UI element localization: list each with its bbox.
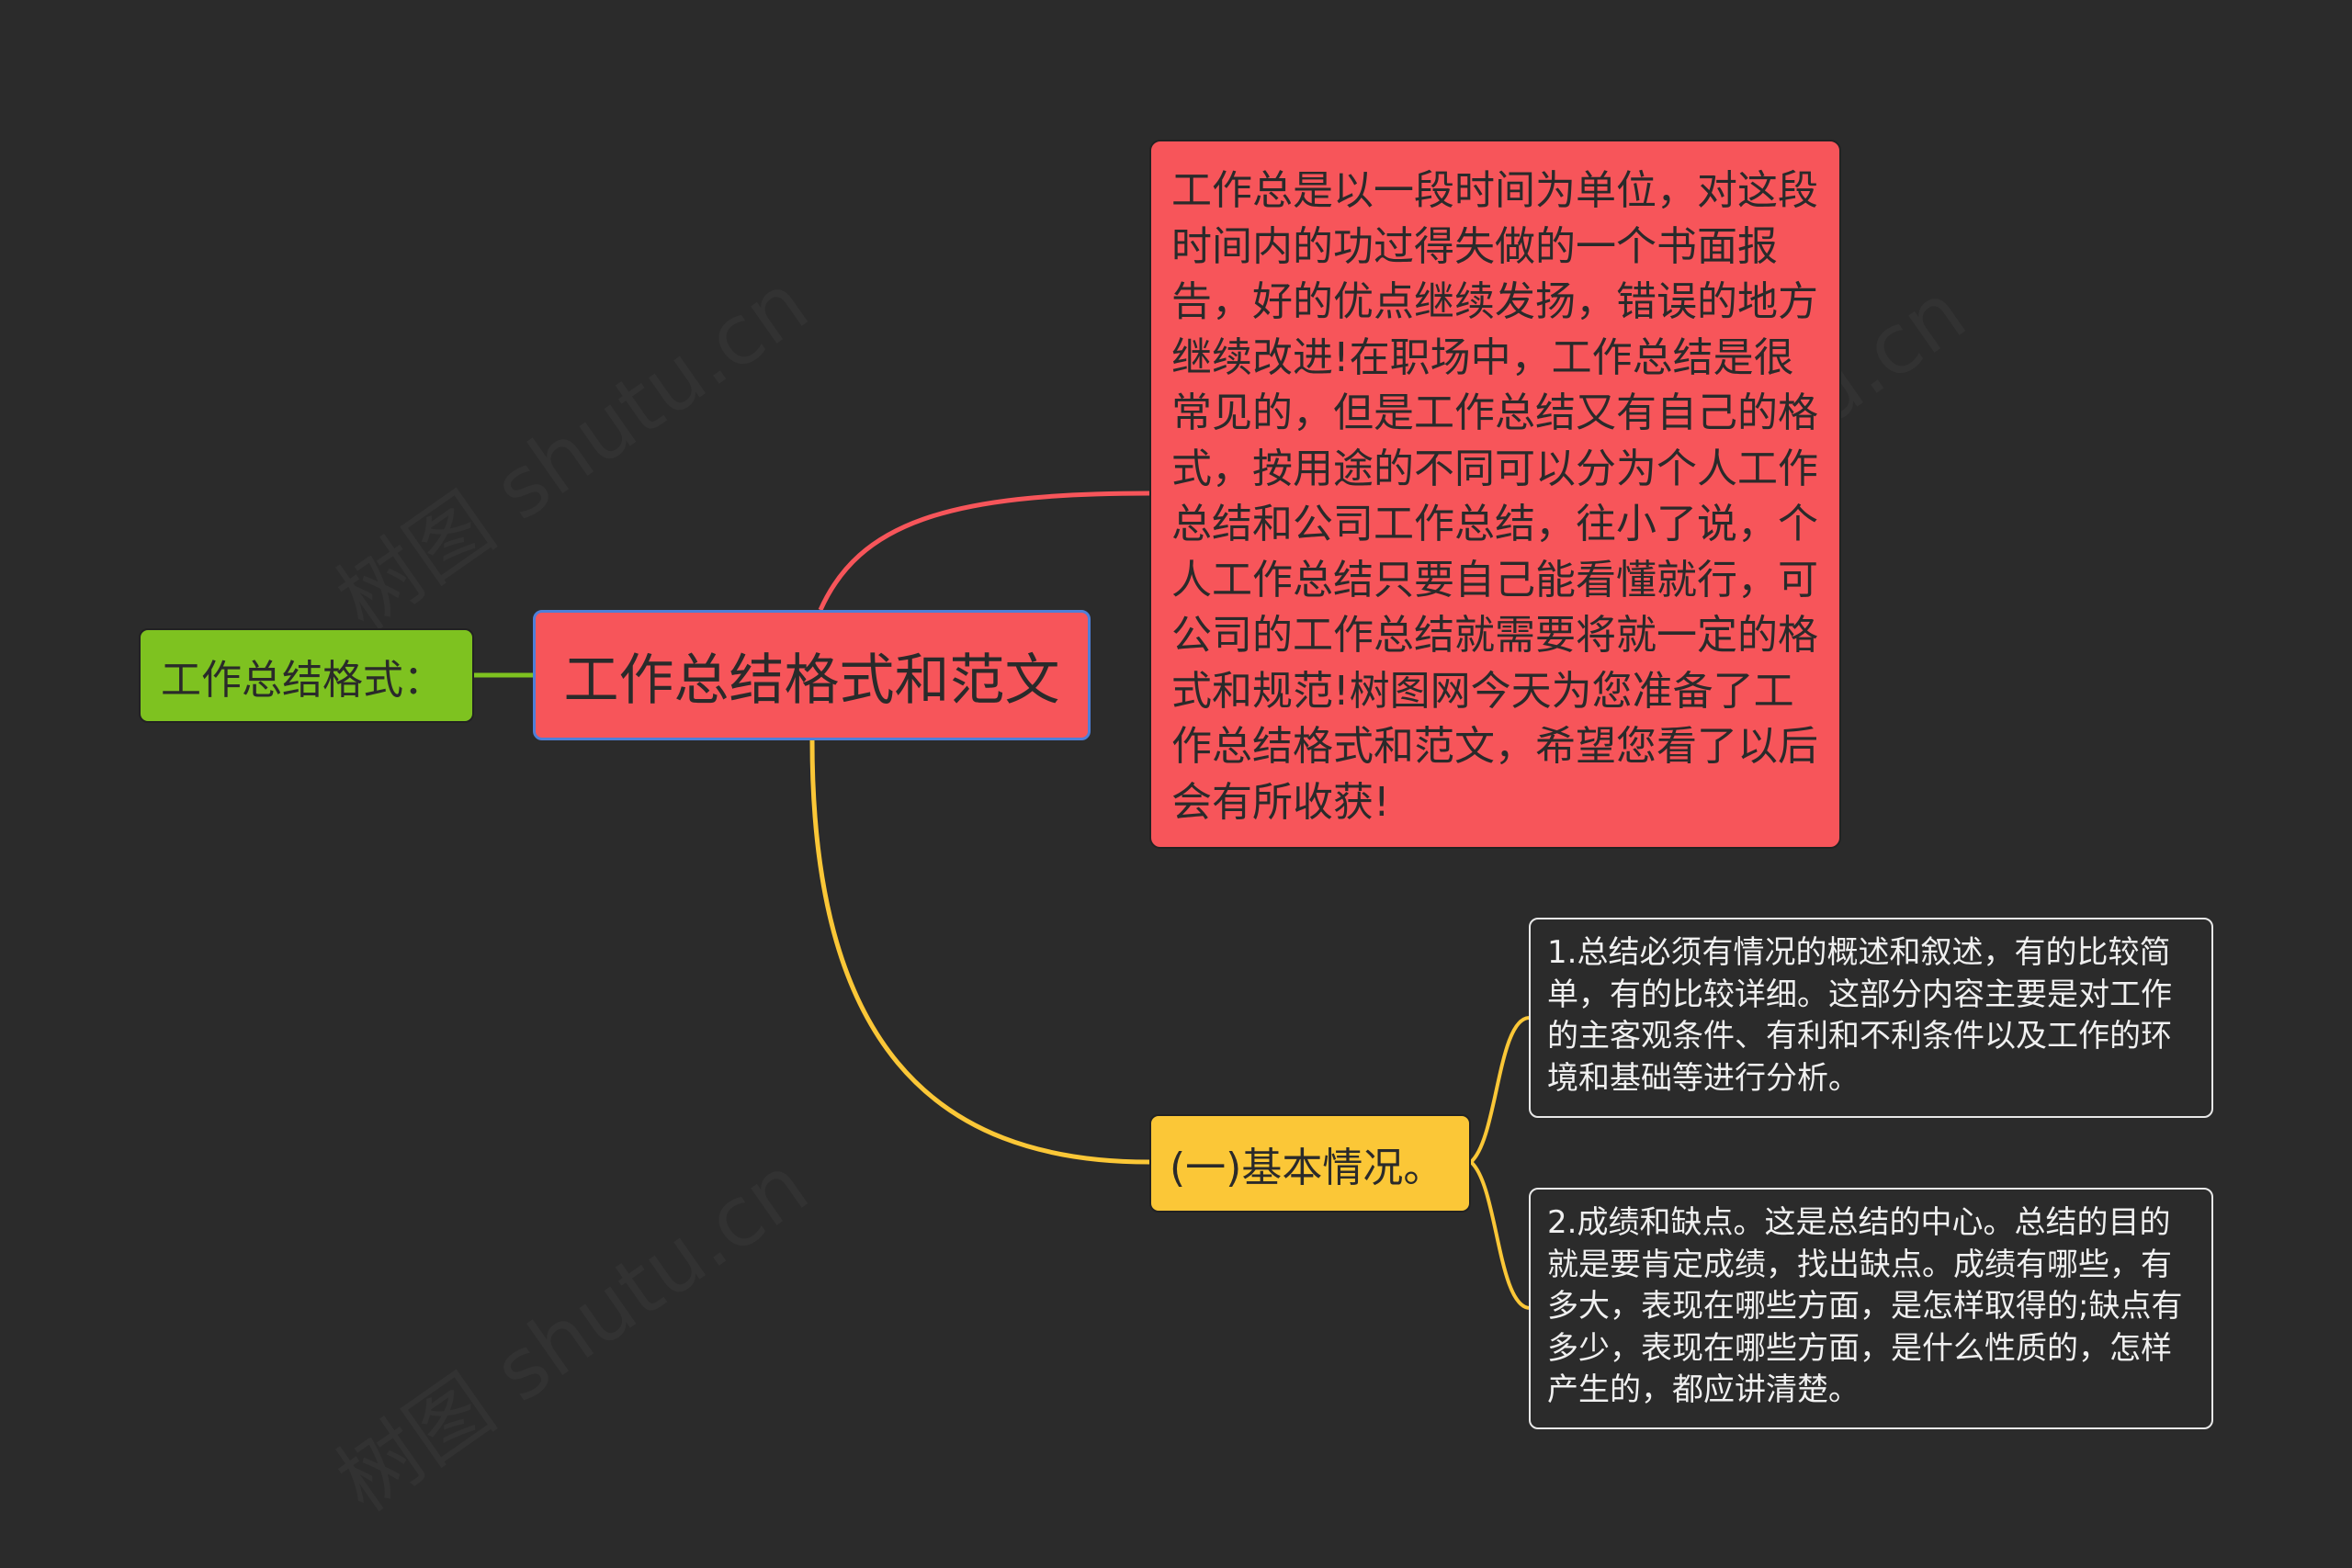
leaf-node-label: 2.成绩和缺点。这是总结的中心。总结的目的就是要肯定成绩，找出缺点。成绩有哪些，… [1547,1204,2183,1408]
intro-node-label: 工作总是以一段时间为单位，对这段时间内的功过得失做的一个书面报告，好的优点继续发… [1171,167,1818,826]
leaf-node-overview[interactable]: 1.总结必须有情况的概述和叙述，有的比较简单，有的比较详细。这部分内容主要是对工… [1529,918,2213,1118]
intro-node[interactable]: 工作总是以一段时间为单位，对这段时间内的功过得失做的一个书面报告，好的优点继续发… [1149,140,1841,849]
link-basic-leaf2 [1469,1160,1530,1310]
left-node[interactable]: 工作总结格式： [139,628,474,723]
link-root-basic [809,739,1150,1165]
left-node-label: 工作总结格式： [161,656,444,704]
basic-node[interactable]: (一)基本情况。 [1149,1114,1471,1213]
basic-node-label: (一)基本情况。 [1170,1144,1444,1191]
root-node[interactable]: 工作总结格式和范文 [533,610,1091,740]
link-root-intro [818,491,1150,612]
leaf-node-achievements[interactable]: 2.成绩和缺点。这是总结的中心。总结的目的就是要肯定成绩，找出缺点。成绩有哪些，… [1529,1188,2213,1429]
link-basic-leaf1 [1469,1016,1530,1164]
leaf-node-label: 1.总结必须有情况的概述和叙述，有的比较简单，有的比较详细。这部分内容主要是对工… [1547,934,2172,1097]
root-node-label: 工作总结格式和范文 [563,648,1060,713]
